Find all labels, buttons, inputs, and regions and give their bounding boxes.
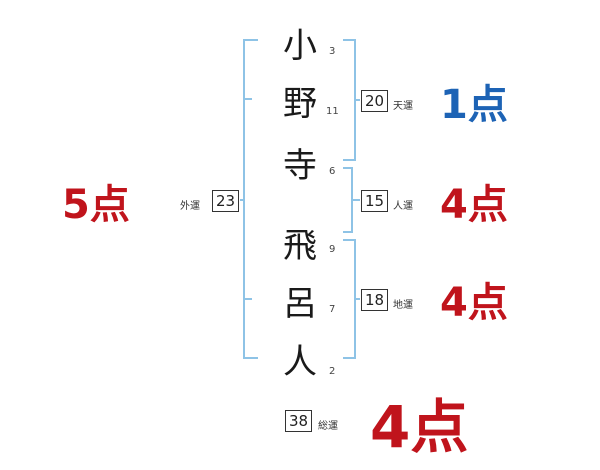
stroke-count-6: 2 xyxy=(329,366,336,377)
name-char-4: 飛 xyxy=(283,226,317,266)
heaven-value-box: 20 xyxy=(361,90,389,112)
outer-bracket xyxy=(240,39,258,359)
heaven-bracket xyxy=(343,39,360,161)
stroke-count-2: 11 xyxy=(326,106,339,117)
person-bracket xyxy=(343,167,360,233)
stroke-count-1: 3 xyxy=(329,46,336,57)
name-char-6: 人 xyxy=(283,342,317,382)
earth-bracket xyxy=(343,239,360,359)
earth-value-box: 18 xyxy=(361,289,389,311)
total-value-box: 38 xyxy=(285,410,313,432)
total-score: 4点 xyxy=(370,393,469,461)
earth-label: 地運 xyxy=(393,300,413,311)
outer-label: 外運 xyxy=(180,201,200,212)
outer-score: 5点 xyxy=(62,182,130,228)
stroke-count-5: 7 xyxy=(329,304,336,315)
stroke-count-4: 9 xyxy=(329,244,336,255)
name-char-5: 呂 xyxy=(283,284,317,324)
total-label: 総運 xyxy=(318,421,338,432)
outer-value-box: 23 xyxy=(212,190,240,212)
name-char-3: 寺 xyxy=(283,146,317,186)
person-value-box: 15 xyxy=(361,190,389,212)
earth-score: 4点 xyxy=(440,280,508,326)
person-label: 人運 xyxy=(393,201,413,212)
stroke-count-3: 6 xyxy=(329,166,336,177)
name-char-2: 野 xyxy=(283,84,317,124)
name-char-1: 小 xyxy=(283,26,317,66)
heaven-label: 天運 xyxy=(393,101,413,112)
person-score: 4点 xyxy=(440,182,508,228)
heaven-score: 1点 xyxy=(440,82,508,128)
